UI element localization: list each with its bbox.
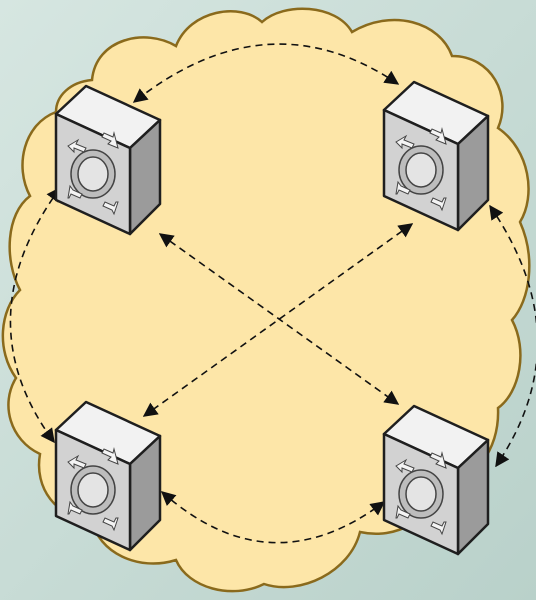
link-switch-top-left-to-switch-top-right bbox=[132, 43, 400, 103]
link-switch-bottom-left-to-switch-bottom-right bbox=[160, 491, 386, 544]
link-switch-top-right-to-switch-bottom-right bbox=[489, 204, 536, 468]
links-layer bbox=[9, 43, 536, 544]
link-switch-top-left-to-switch-bottom-left bbox=[9, 186, 61, 444]
link-switch-top-right-to-switch-bottom-left bbox=[142, 223, 414, 417]
